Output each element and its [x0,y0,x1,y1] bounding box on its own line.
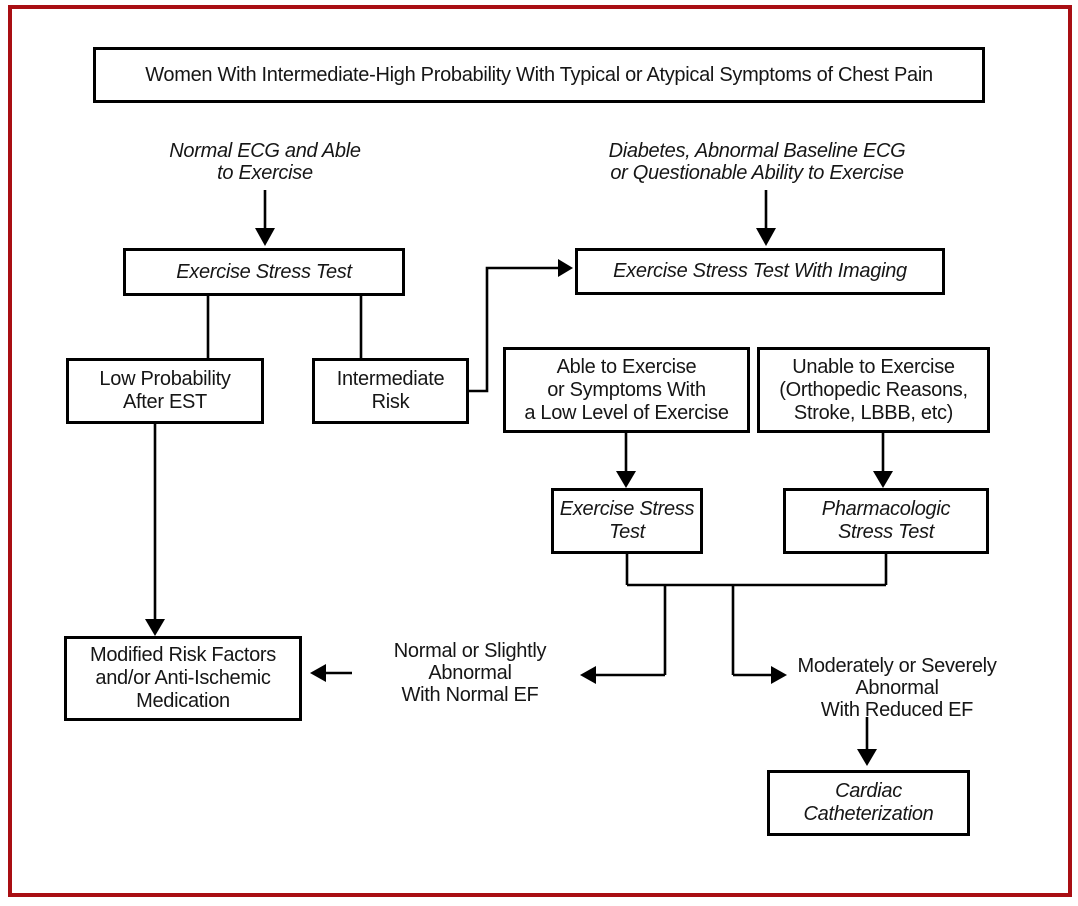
node-modified-risk-factors: Modified Risk Factors and/or Anti-Ischem… [64,636,302,721]
node-exercise-stress-test: Exercise Stress Test [123,248,405,296]
connector-normal-ecg-to-est [255,190,275,246]
connector-reduced-ef-to-cardiac-cath [857,717,877,766]
label-reduced-ef: Moderately or Severely Abnormal With Red… [797,655,997,721]
node-exercise-stress-test-2: Exercise Stress Test [551,488,703,554]
connector-results-merge [625,554,888,675]
node-title: Women With Intermediate-High Probability… [93,47,985,103]
node-low-probability-after-est: Low Probability After EST [66,358,264,424]
label-normal-ef: Normal or Slightly Abnormal With Normal … [393,640,547,706]
label-diabetes-abnormal-ecg: Diabetes, Abnormal Baseline ECG or Quest… [608,140,906,184]
connector-low-probability-to-modified-risk [145,424,165,636]
node-cardiac-catheterization: Cardiac Catheterization [767,770,970,836]
connector-unable-to-pharmacologic [873,433,893,488]
connector-intermediate-risk-to-est-imaging [469,259,573,393]
node-intermediate-risk: Intermediate Risk [312,358,469,424]
connector-merge-to-reduced-ef [733,666,787,684]
node-est-with-imaging: Exercise Stress Test With Imaging [575,248,945,295]
node-able-to-exercise: Able to Exercise or Symptoms With a Low … [503,347,750,433]
connector-diabetes-to-est-imaging [756,190,776,246]
connector-normal-ef-to-modified-risk [310,664,352,682]
connector-able-to-est2 [616,433,636,488]
node-pharmacologic-stress-test: Pharmacologic Stress Test [783,488,989,554]
label-normal-ecg: Normal ECG and Able to Exercise [169,140,361,184]
node-unable-to-exercise: Unable to Exercise (Orthopedic Reasons, … [757,347,990,433]
connector-merge-to-normal-ef [580,666,665,684]
